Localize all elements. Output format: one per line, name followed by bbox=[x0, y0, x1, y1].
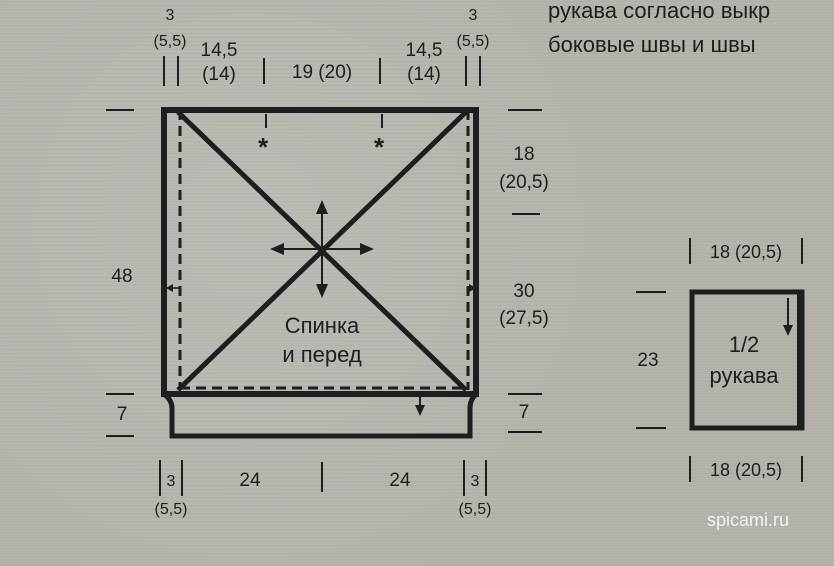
bottom-right-edge-value: 3 bbox=[471, 473, 480, 490]
sleeve-height: 23 bbox=[637, 350, 658, 371]
top-right-edge-value: 3 bbox=[469, 7, 478, 24]
top-dimension-ticks bbox=[163, 56, 481, 86]
sleeve-top-width: 18 (20,5) bbox=[710, 242, 782, 262]
top-left-edge-alt: (5,5) bbox=[154, 33, 187, 50]
ribbing-band bbox=[162, 392, 478, 439]
asterisk-mark-right: * bbox=[374, 132, 385, 162]
sleeve-outline bbox=[689, 289, 805, 431]
body-label-line-2: и перед bbox=[282, 342, 362, 367]
sleeve-piece: 1/2 рукава bbox=[689, 289, 805, 431]
bottom-left-edge-alt: (5,5) bbox=[155, 501, 188, 518]
right-dimension-ticks bbox=[508, 109, 542, 433]
asterisk-mark-left: * bbox=[258, 132, 269, 162]
body-label-line-1: Спинка bbox=[285, 313, 360, 338]
body-outline bbox=[161, 107, 479, 397]
watermark: spicami.ru bbox=[707, 510, 789, 530]
armhole-height-value: 18 bbox=[513, 144, 534, 165]
bottom-right-edge-alt: (5,5) bbox=[459, 501, 492, 518]
down-arrow-icon bbox=[415, 392, 425, 416]
side-marker-right-icon bbox=[468, 284, 476, 292]
sleeve-bottom-width: 18 (20,5) bbox=[710, 460, 782, 480]
sleeve-down-arrow-icon bbox=[783, 298, 793, 336]
top-right-edge-alt: (5,5) bbox=[457, 33, 490, 50]
bottom-left-edge-value: 3 bbox=[167, 473, 176, 490]
side-marker-left-icon bbox=[166, 284, 180, 292]
top-left-edge-value: 3 bbox=[166, 7, 175, 24]
body-piece: * * Спинка и перед bbox=[161, 107, 479, 439]
side-height-value: 30 bbox=[513, 281, 534, 302]
header-text-line-2: боковые швы и швы bbox=[548, 32, 756, 57]
top-right-shoulder-value: 14,5 bbox=[406, 40, 443, 61]
bottom-right-half-width: 24 bbox=[389, 470, 411, 491]
left-dimension-ticks bbox=[106, 109, 134, 437]
side-height-alt: (27,5) bbox=[499, 308, 549, 329]
bottom-dimension-ticks bbox=[159, 460, 487, 496]
top-right-shoulder-alt: (14) bbox=[407, 64, 441, 85]
bottom-left-half-width: 24 bbox=[239, 470, 261, 491]
body-height-label: 48 bbox=[111, 266, 132, 287]
sleeve-label-line-2: рукава bbox=[709, 363, 779, 388]
top-left-shoulder-value: 14,5 bbox=[201, 40, 238, 61]
rib-height-left-label: 7 bbox=[117, 404, 128, 425]
rib-height-right-label: 7 bbox=[519, 402, 530, 423]
sleeve-dimension-ticks bbox=[636, 238, 803, 482]
armhole-height-alt: (20,5) bbox=[499, 172, 549, 193]
sleeve-label-line-1: 1/2 bbox=[729, 332, 760, 357]
header-text-line-1: рукава согласно выкр bbox=[548, 0, 770, 23]
knitting-direction-arrows-icon bbox=[270, 200, 374, 298]
top-left-shoulder-alt: (14) bbox=[202, 64, 236, 85]
top-neck-width: 19 (20) bbox=[292, 62, 352, 83]
